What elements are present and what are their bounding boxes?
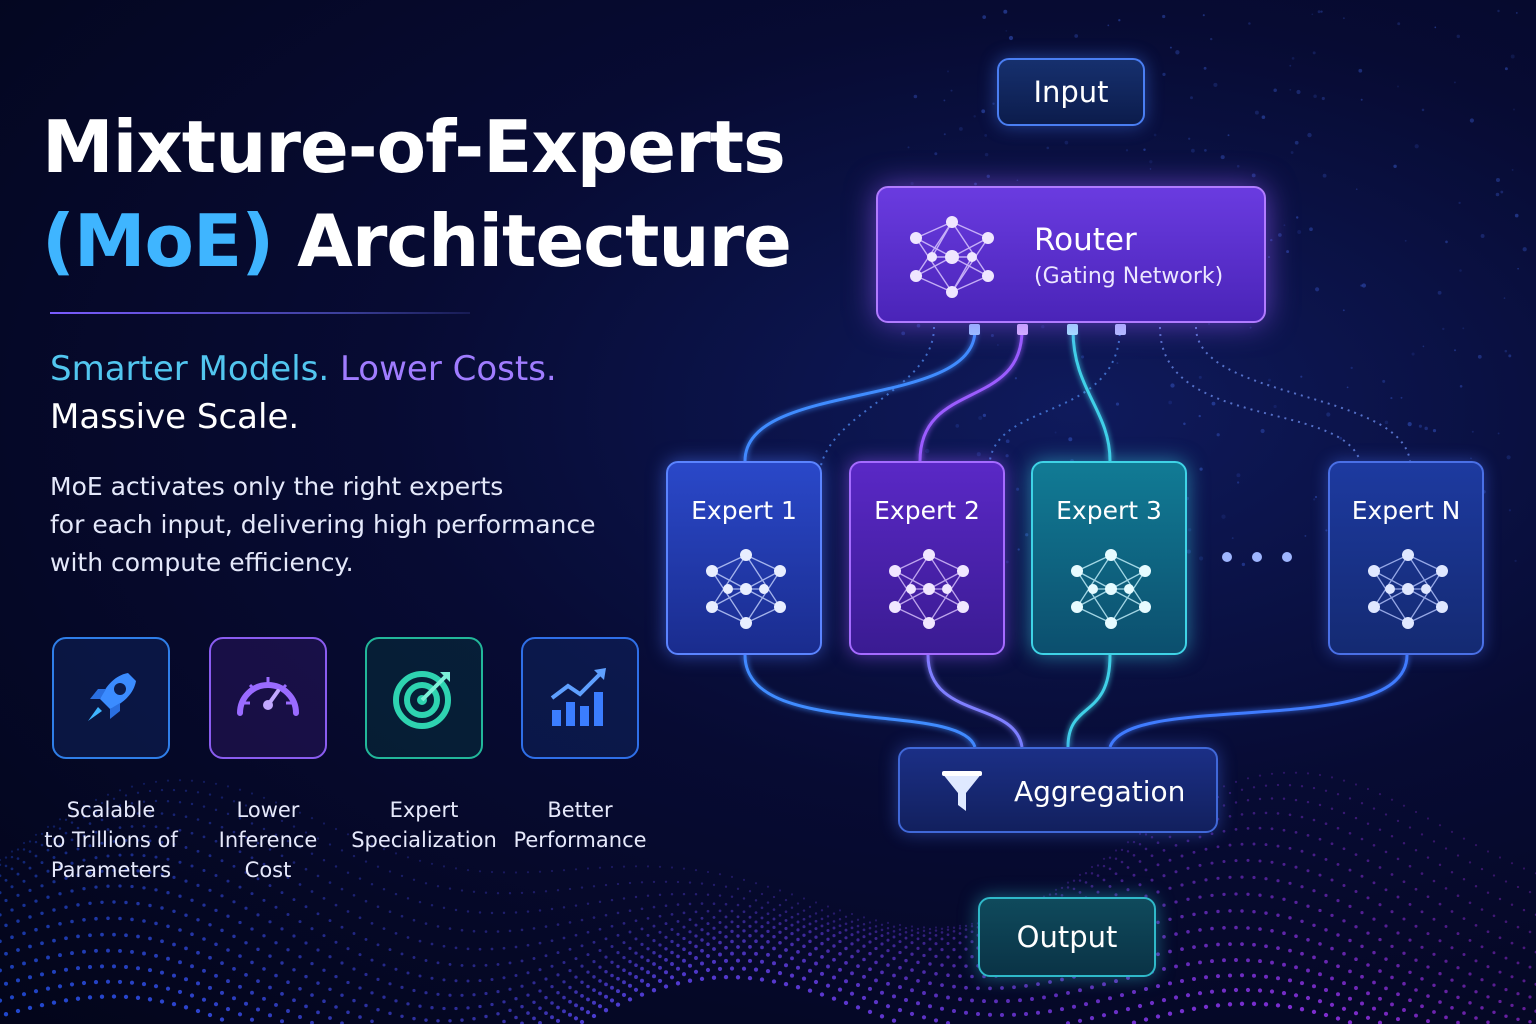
feature-label-line: Scalable xyxy=(66,798,156,822)
description-line: MoE activates only the right experts xyxy=(50,472,504,501)
description-line: for each input, delivering high performa… xyxy=(50,510,596,539)
feature-label: Lower Inference Cost xyxy=(190,795,346,885)
router-to-expert-1-inactive xyxy=(819,326,935,471)
neural-network-icon xyxy=(910,216,994,298)
input-node: Input xyxy=(997,58,1145,126)
aggregation-label: Aggregation xyxy=(1014,775,1186,808)
feature-performance: Better Performance xyxy=(502,637,658,855)
page-title: Mixture-of-Experts (MoE) Architecture xyxy=(42,100,792,288)
expert-2-to-aggregation-link xyxy=(926,654,1024,748)
input-label: Input xyxy=(1033,75,1109,109)
router-port-1 xyxy=(969,324,980,335)
router-port-4 xyxy=(1115,324,1126,335)
feature-label-line: Expert xyxy=(389,798,459,822)
rocket-icon xyxy=(52,637,170,759)
expert-1-to-aggregation-link xyxy=(743,654,977,748)
output-node: Output xyxy=(978,897,1156,977)
router-port-3 xyxy=(1067,324,1078,335)
feature-label-line: to Trillions of xyxy=(44,828,178,852)
expert-1-node: Expert 1 xyxy=(666,461,822,655)
feature-label-line: Lower xyxy=(236,798,300,822)
feature-label-line: Specialization xyxy=(351,828,497,852)
router-node: Router (Gating Network) xyxy=(876,186,1266,323)
aggregation-node: Aggregation xyxy=(898,747,1218,833)
description-line: with compute efficiency. xyxy=(50,548,354,577)
speedometer-icon xyxy=(209,637,327,759)
title-accent: (MoE) xyxy=(42,199,274,283)
feature-label-line: Better xyxy=(547,798,613,822)
feature-specialization: Expert Specialization xyxy=(346,637,502,855)
feature-label: Expert Specialization xyxy=(346,795,502,855)
output-label: Output xyxy=(1016,920,1118,954)
router-to-expert-2-link xyxy=(918,329,1024,462)
feature-label-line: Performance xyxy=(513,828,647,852)
title-line-2: Architecture xyxy=(273,199,792,283)
expert-label: Expert N xyxy=(1351,496,1461,525)
expert-3-to-aggregation-link xyxy=(1066,654,1112,748)
expert-label: Expert 1 xyxy=(691,496,797,525)
feature-label-line: Inference xyxy=(218,828,318,852)
router-label: Router xyxy=(1034,222,1137,258)
neural-network-icon xyxy=(706,549,786,629)
feature-label: Scalable to Trillions of Parameters xyxy=(33,795,189,885)
tagline-part-2: Lower Costs. xyxy=(329,349,557,389)
tagline-line-1: Smarter Models. Lower Costs. xyxy=(50,346,557,392)
title-line-1: Mixture-of-Experts xyxy=(42,105,786,189)
router-sublabel: (Gating Network) xyxy=(1034,264,1224,289)
expert-n-node: Expert N xyxy=(1328,461,1484,655)
more-experts-ellipsis xyxy=(1222,546,1292,568)
router-port-2 xyxy=(1017,324,1028,335)
expert-3-node: Expert 3 xyxy=(1031,461,1187,655)
feature-label-line: Cost xyxy=(244,858,292,882)
feature-scalable: Scalable to Trillions of Parameters xyxy=(33,637,189,885)
tagline-line-2: Massive Scale. xyxy=(50,397,300,437)
funnel-icon xyxy=(942,771,982,811)
neural-network-icon xyxy=(1071,549,1151,629)
router-to-expert-n-inactive-b xyxy=(1195,326,1411,462)
router-to-expert-2-inactive xyxy=(989,326,1121,461)
expert-label: Expert 3 xyxy=(1056,496,1162,525)
neural-network-icon xyxy=(1368,549,1448,629)
router-to-expert-3-link xyxy=(1071,329,1112,462)
target-icon xyxy=(365,637,483,759)
description: MoE activates only the right experts for… xyxy=(50,468,610,582)
expert-label: Expert 2 xyxy=(874,496,980,525)
feature-lower-cost: Lower Inference Cost xyxy=(190,637,346,885)
router-to-expert-n-inactive-a xyxy=(1159,326,1361,462)
feature-label-line: Parameters xyxy=(50,858,172,882)
title-divider xyxy=(50,312,470,314)
neural-network-icon xyxy=(889,549,969,629)
tagline-part-1: Smarter Models. xyxy=(50,349,330,389)
expert-2-node: Expert 2 xyxy=(849,461,1005,655)
growth-chart-icon xyxy=(521,637,639,759)
feature-label: Better Performance xyxy=(502,795,658,855)
router-to-expert-1-link xyxy=(743,329,977,462)
expert-n-to-aggregation-link xyxy=(1108,654,1409,748)
